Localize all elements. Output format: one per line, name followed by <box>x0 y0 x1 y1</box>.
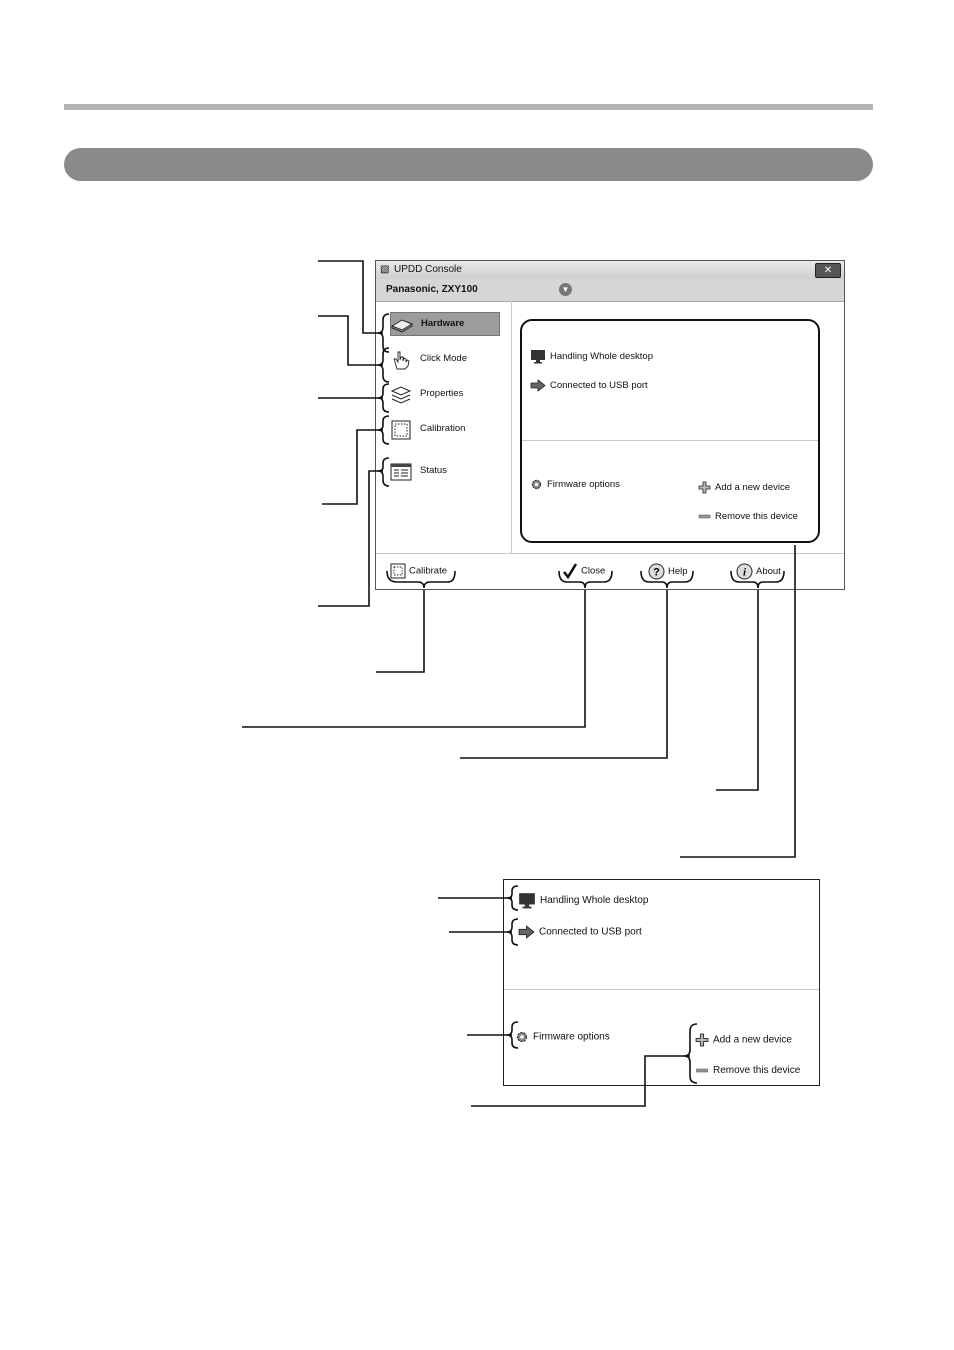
zoom-connection-text: Connected to USB port <box>539 926 642 938</box>
plus-icon <box>698 481 711 494</box>
close-button[interactable]: Close <box>562 563 605 583</box>
minus-icon <box>696 1068 708 1073</box>
nav-item-label: Status <box>420 465 447 476</box>
calibration-icon <box>390 563 406 579</box>
updd-app-icon: ▧ <box>380 264 390 275</box>
nav-item-hardware[interactable]: Hardware <box>390 312 500 336</box>
calibrate-button[interactable]: Calibrate <box>390 563 447 583</box>
zoom-remove-device-link[interactable]: Remove this device <box>695 1065 800 1076</box>
hardware-icon <box>391 319 413 333</box>
panel-divider <box>522 440 818 441</box>
about-label: About <box>756 566 781 577</box>
callout-close <box>242 590 586 728</box>
firmware-options-link[interactable]: Firmware options <box>530 478 620 491</box>
gear-icon <box>531 479 542 490</box>
plus-icon <box>695 1033 709 1047</box>
zoom-handling-row: Handling Whole desktop <box>518 892 648 909</box>
nav-item-status[interactable]: Status <box>390 460 500 484</box>
callout-calibration <box>322 429 383 505</box>
zoom-firmware-options-label: Firmware options <box>533 1031 610 1043</box>
zoom-handling-text: Handling Whole desktop <box>540 895 649 907</box>
callout-click-mode <box>318 315 383 366</box>
checkmark-icon <box>562 563 578 579</box>
connection-text: Connected to USB port <box>550 380 648 392</box>
remove-device-label: Remove this device <box>715 511 798 522</box>
device-selector[interactable]: Panasonic, ZXY100 ▼ <box>376 279 844 302</box>
callout-about <box>716 590 759 791</box>
hand-pointer-icon <box>393 351 410 370</box>
chevron-down-icon[interactable]: ▼ <box>559 283 572 296</box>
monitor-icon <box>519 893 535 909</box>
nav-divider <box>511 301 512 553</box>
help-label: Help <box>668 566 688 577</box>
callout-panel <box>680 545 796 858</box>
arrow-right-icon <box>530 379 546 392</box>
device-name: Panasonic, ZXY100 <box>386 284 478 295</box>
svg-text:?: ? <box>653 567 660 579</box>
footer-divider <box>376 553 844 554</box>
nav-item-calibration[interactable]: Calibration <box>390 418 500 442</box>
nav-item-label: Click Mode <box>420 353 467 364</box>
close-label: Close <box>581 565 606 577</box>
zoom-firmware-options-link[interactable]: Firmware options <box>515 1030 610 1044</box>
handling-text: Handling Whole desktop <box>550 351 653 363</box>
nav-item-click-mode[interactable]: Click Mode <box>390 348 500 372</box>
zoom-detail-panel: Handling Whole desktop Connected to USB … <box>503 879 820 1086</box>
arrow-right-icon <box>518 925 535 939</box>
add-device-link[interactable]: Add a new device <box>698 481 790 494</box>
calibration-icon <box>391 420 411 440</box>
monitor-icon <box>531 350 545 364</box>
updd-console-window: ▧ UPDD Console ✕ Panasonic, ZXY100 ▼ Har… <box>375 260 845 590</box>
add-device-label: Add a new device <box>715 482 790 494</box>
nav-item-label: Calibration <box>420 423 466 434</box>
connection-row: Connected to USB port <box>530 379 648 392</box>
remove-device-link[interactable]: Remove this device <box>698 511 798 522</box>
status-list-icon <box>390 463 412 481</box>
top-rule <box>64 104 873 110</box>
zoom-connection-row: Connected to USB port <box>518 925 642 939</box>
callout-status <box>318 470 383 607</box>
callout-help <box>460 590 668 759</box>
zoom-remove-device-label: Remove this device <box>713 1065 801 1076</box>
minus-icon <box>698 514 711 519</box>
window-title: UPDD Console <box>394 264 462 275</box>
firmware-options-label: Firmware options <box>547 479 620 491</box>
section-heading-bar <box>64 148 873 181</box>
calibrate-label: Calibrate <box>409 565 448 577</box>
hardware-info-panel: Handling Whole desktop Connected to USB … <box>520 319 820 543</box>
about-button[interactable]: i About <box>736 563 781 583</box>
layers-icon <box>390 386 412 404</box>
callout-hardware <box>318 260 383 334</box>
zoom-add-device-label: Add a new device <box>713 1034 792 1046</box>
zoom-panel-divider <box>504 989 819 990</box>
help-icon: ? <box>648 563 665 580</box>
close-icon[interactable]: ✕ <box>815 263 841 278</box>
nav-item-label: Hardware <box>421 318 465 329</box>
gear-icon <box>516 1031 528 1043</box>
zoom-add-device-link[interactable]: Add a new device <box>695 1033 792 1047</box>
nav-item-properties[interactable]: Properties <box>390 383 500 407</box>
info-icon: i <box>736 563 753 580</box>
help-button[interactable]: ? Help <box>648 563 688 583</box>
title-bar: ▧ UPDD Console ✕ <box>376 261 844 280</box>
handling-row: Handling Whole desktop <box>530 349 653 364</box>
callout-calibrate <box>376 590 425 673</box>
nav-item-label: Properties <box>420 388 464 399</box>
